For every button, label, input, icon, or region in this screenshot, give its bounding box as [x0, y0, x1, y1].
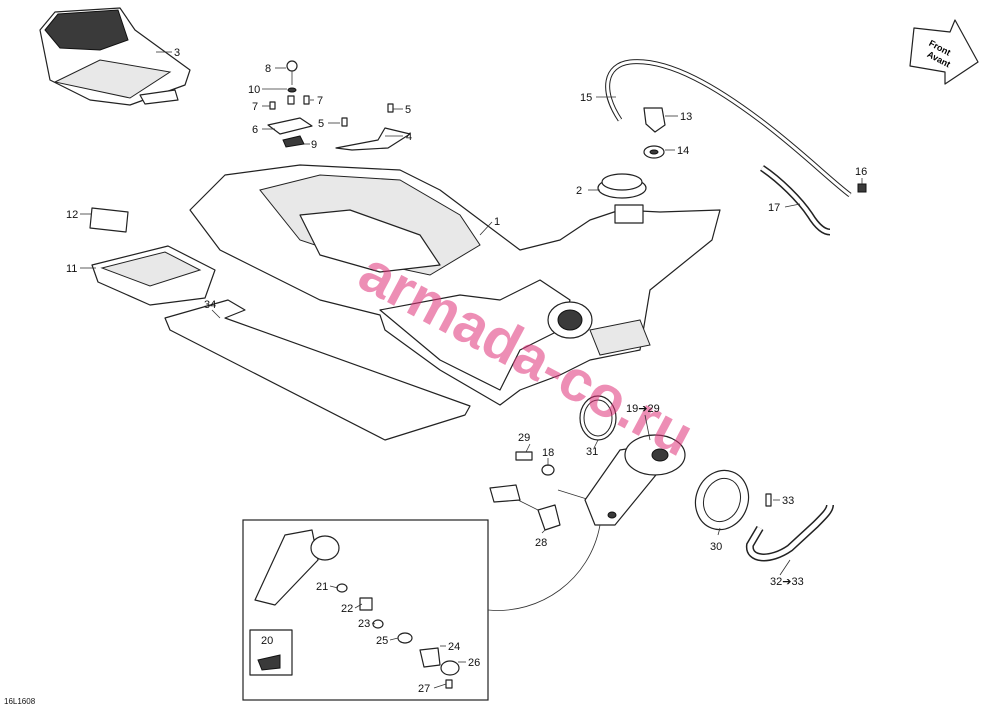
callout-10: 10 [248, 84, 260, 96]
callout-2: 2 [576, 185, 582, 197]
callout-labels: 1 2 3 4 5 5 6 7 7 8 9 10 11 12 13 14 15 … [66, 47, 867, 695]
seat-cover-part [39, 7, 191, 106]
callout-17: 17 [768, 202, 780, 214]
front-direction-arrow: Front Avant [909, 19, 979, 85]
callout-14: 14 [677, 145, 689, 157]
drain-hose-part [760, 165, 867, 236]
callout-13: 13 [680, 111, 692, 123]
callout-24: 24 [448, 641, 460, 653]
fuel-line-part [746, 493, 834, 562]
leader-lines [80, 51, 863, 689]
pump-detail-inset [242, 519, 601, 701]
callout-26: 26 [468, 657, 480, 669]
callout-3: 3 [174, 47, 180, 59]
callout-23: 23 [358, 618, 370, 630]
callout-29: 29 [518, 432, 530, 444]
callout-34: 34 [204, 299, 216, 311]
callout-21: 21 [316, 581, 328, 593]
callout-31: 31 [586, 446, 598, 458]
callout-27: 27 [418, 683, 430, 695]
callout-8: 8 [265, 63, 271, 75]
callout-5b: 5 [318, 118, 324, 130]
diagram-id: 16L1608 [4, 697, 36, 706]
callout-1: 1 [494, 216, 500, 228]
callout-16: 16 [855, 166, 867, 178]
callout-22: 22 [341, 603, 353, 615]
callout-6: 6 [252, 124, 258, 136]
callout-28: 28 [535, 537, 547, 549]
callout-7a: 7 [252, 101, 258, 113]
bracket-hardware-group [267, 60, 411, 151]
callout-9: 9 [311, 139, 317, 151]
ecu-bracket-part [91, 245, 216, 306]
callout-19-29: 19➔29 [626, 403, 660, 415]
fuel-cap-part [597, 173, 647, 199]
callout-15: 15 [580, 92, 592, 104]
callout-32-33: 32➔33 [770, 576, 804, 588]
callout-4: 4 [406, 131, 412, 143]
pump-gasket-part [579, 395, 617, 441]
floor-mat-part [164, 299, 471, 441]
sensor-parts-group [489, 451, 561, 531]
callout-30: 30 [710, 541, 722, 553]
vent-hose-part [605, 59, 852, 197]
callout-25: 25 [376, 635, 388, 647]
callout-18: 18 [542, 447, 554, 459]
fuel-tank-body-part [189, 164, 721, 406]
foam-pad-part [89, 207, 129, 233]
callout-33: 33 [782, 495, 794, 507]
fuel-pump-assembly-part [557, 434, 686, 526]
lock-ring-part [694, 469, 750, 531]
callout-11: 11 [66, 263, 77, 275]
callout-20: 20 [261, 635, 273, 647]
callout-7b: 7 [317, 95, 323, 107]
callout-5a: 5 [405, 104, 411, 116]
callout-12: 12 [66, 209, 78, 221]
